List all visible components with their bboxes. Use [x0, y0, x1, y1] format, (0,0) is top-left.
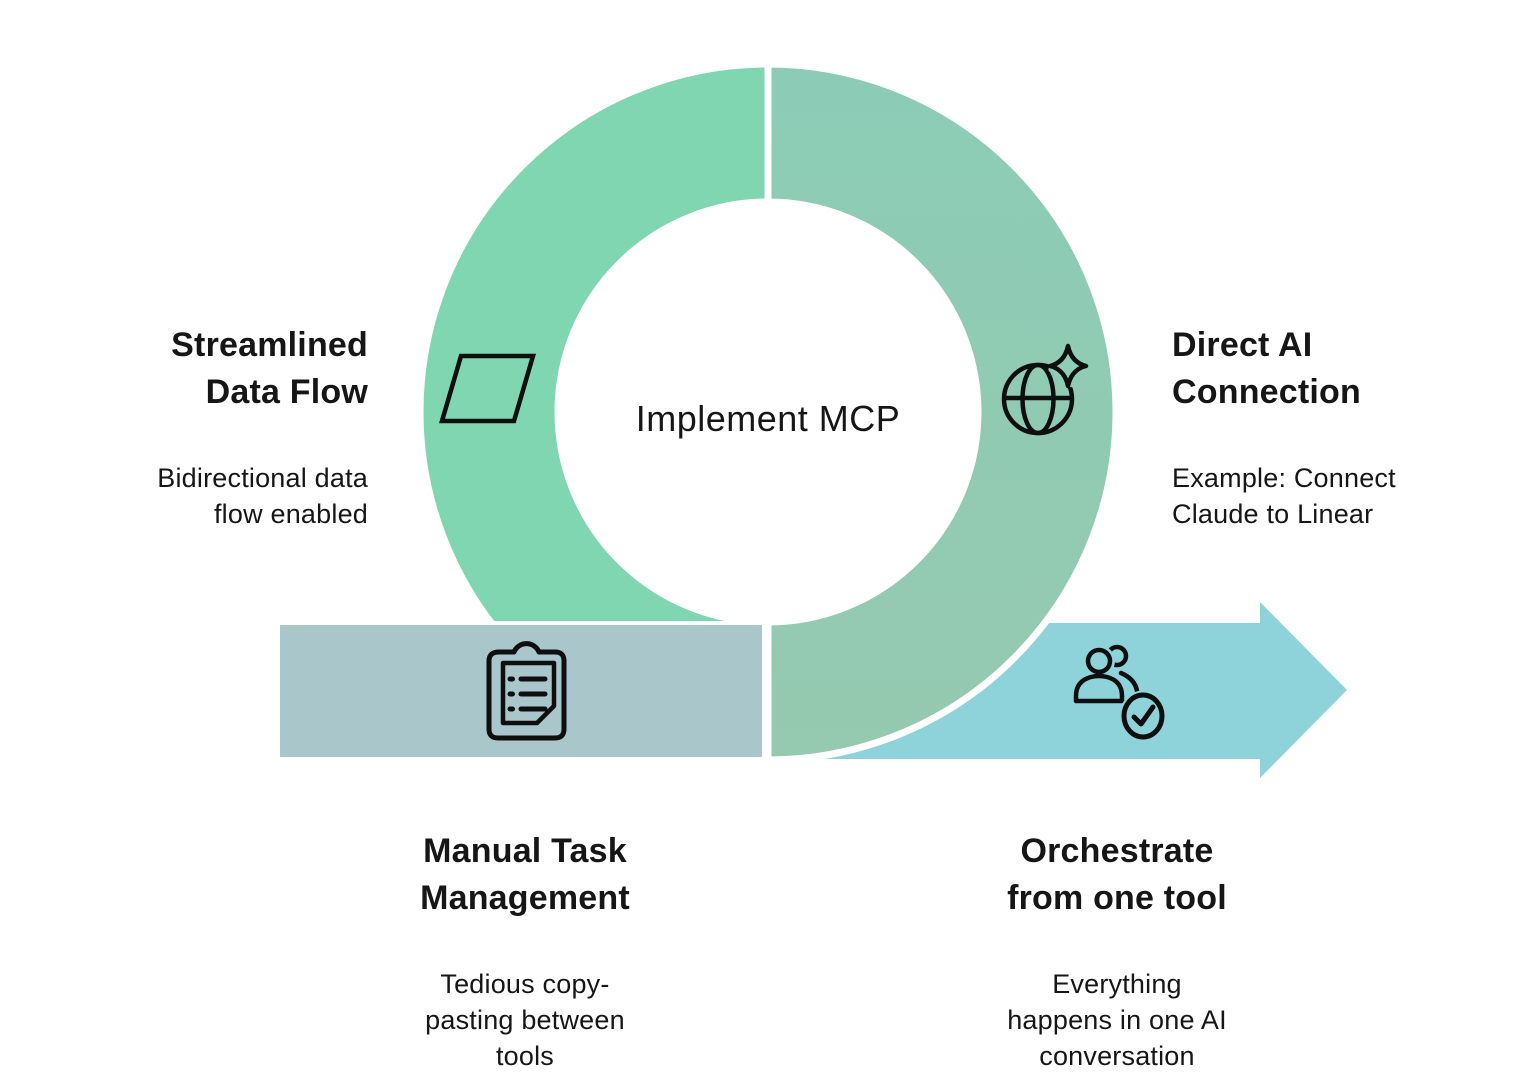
stage-direct-ai-title: Direct AI Connection: [1172, 326, 1361, 411]
globe-sparkle-icon: [1001, 343, 1089, 436]
stage-streamlined-title: Streamlined Data Flow: [171, 326, 368, 411]
stage-streamlined-subtitle: Bidirectional data flow enabled: [157, 463, 368, 529]
stage-manual-task: Manual Task Management Tedious copy- pas…: [275, 810, 775, 1089]
people-check-icon: [1071, 644, 1167, 742]
stage-streamlined: Streamlined Data Flow Bidirectional data…: [157, 304, 368, 550]
stage-direct-ai-subtitle: Example: Connect Claude to Linear: [1172, 463, 1396, 529]
stage-orchestrate: Orchestrate from one tool Everything hap…: [867, 810, 1367, 1089]
center-label: Implement MCP: [635, 398, 901, 439]
sparkle-shape: [1047, 343, 1089, 389]
stage-orchestrate-title: Orchestrate from one tool: [1007, 832, 1227, 917]
loop-ring-right: [764, 60, 1120, 764]
parallelogram-icon: [438, 353, 537, 424]
clipboard-checklist-icon: [486, 641, 567, 741]
stage-orchestrate-subtitle: Everything happens in one AI conversatio…: [1007, 969, 1227, 1071]
stage-direct-ai: Direct AI Connection Example: Connect Cl…: [1172, 304, 1396, 550]
stage-manual-task-subtitle: Tedious copy- pasting between tools: [425, 969, 625, 1071]
stage-manual-task-title: Manual Task Management: [420, 832, 630, 917]
